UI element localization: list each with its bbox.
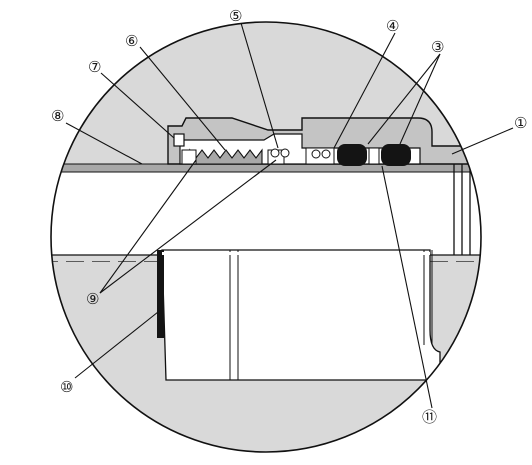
sleeve-left — [181, 149, 197, 165]
magnifier-circle — [50, 21, 482, 453]
label-1: ① — [514, 114, 527, 132]
leader-6 — [139, 46, 226, 151]
label-4: ④ — [386, 17, 399, 35]
lower-fitting — [161, 249, 441, 381]
seal-band — [157, 250, 164, 338]
label-10: ⑩ — [60, 378, 73, 396]
leader-3b — [399, 53, 441, 145]
label-5: ⑤ — [229, 7, 242, 25]
leader-5 — [240, 22, 279, 149]
ball-4 — [321, 149, 331, 159]
label-9: ⑨ — [86, 290, 99, 308]
leader-8 — [65, 122, 143, 165]
clamp-ring — [189, 148, 263, 165]
leader-3a — [367, 53, 441, 145]
leader-9b — [99, 159, 277, 294]
label-6: ⑥ — [125, 32, 138, 50]
leader-11 — [381, 165, 433, 409]
o-ring-separator — [368, 147, 380, 165]
leader-9a — [99, 159, 197, 294]
leader-lines — [65, 22, 514, 409]
ball-1 — [270, 148, 280, 158]
label-11: ⑪ — [422, 408, 437, 426]
grip-ring — [173, 133, 185, 147]
pipe-bore — [51, 172, 481, 255]
ball-2 — [280, 148, 290, 158]
leader-1 — [451, 127, 514, 155]
magnified-section — [51, 22, 481, 452]
ball-3 — [311, 149, 321, 159]
label-3: ③ — [431, 38, 444, 56]
label-8: ⑧ — [51, 107, 64, 125]
o-ring-1 — [337, 144, 367, 166]
leader-10 — [74, 311, 159, 379]
bore-join — [162, 252, 430, 255]
leader-7 — [100, 72, 175, 139]
leader-4 — [333, 32, 396, 149]
o-ring-2 — [381, 144, 411, 166]
label-7: ⑦ — [88, 58, 101, 76]
